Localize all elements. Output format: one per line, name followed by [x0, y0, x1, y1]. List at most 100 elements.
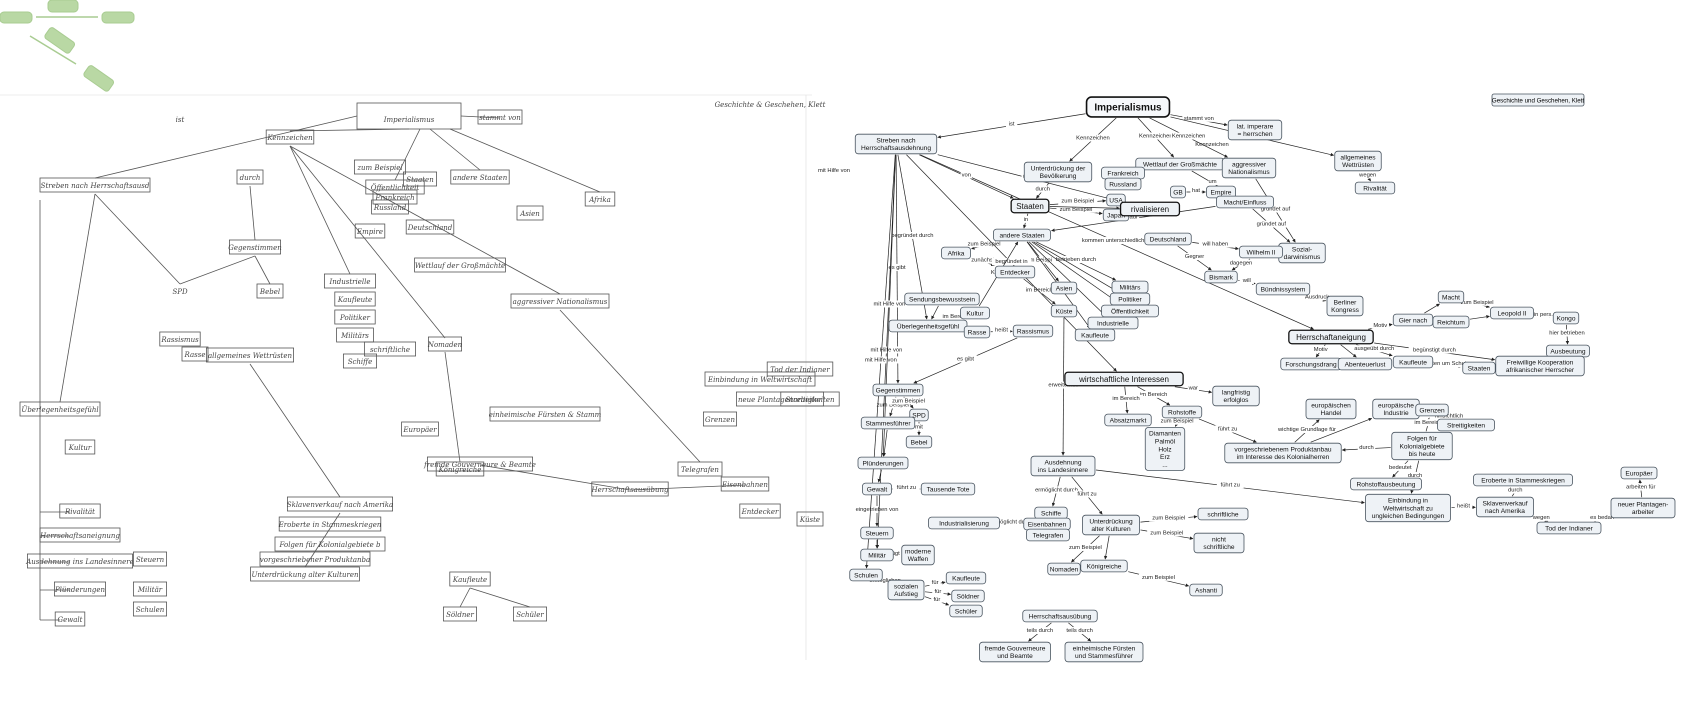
concept-node-gewalt[interactable]: Gewalt: [863, 483, 892, 495]
concept-node-label: Stammesführer: [865, 420, 911, 427]
concept-node-wettlauf[interactable]: Wettlauf der Großmächte: [1136, 158, 1224, 170]
concept-node-nomaden[interactable]: Nomaden: [1048, 563, 1080, 575]
concept-node-imp[interactable]: Imperialismus: [1087, 97, 1170, 117]
concept-node-reichtum[interactable]: Reichtum: [1433, 316, 1469, 328]
concept-node-sendung[interactable]: Sendungsbewusstsein: [905, 293, 979, 305]
concept-node-lat[interactable]: lat. imperare= herrschen: [1228, 120, 1281, 140]
concept-node-grenzen[interactable]: Grenzen: [1416, 404, 1448, 416]
concept-node-entd[interactable]: Entdecker: [995, 266, 1034, 278]
concept-node-frank[interactable]: Frankreich: [1102, 167, 1145, 179]
edge-label: durch: [1359, 445, 1374, 451]
concept-node-tod[interactable]: Tod der Indianer: [1537, 522, 1601, 534]
concept-node-kongo[interactable]: Kongo: [1553, 312, 1578, 324]
concept-node-oeff[interactable]: Öffentlichkeit: [1102, 305, 1159, 317]
concept-node-koenig[interactable]: Königreiche: [1081, 560, 1127, 572]
concept-node-stammes[interactable]: Stammesführer: [861, 417, 914, 429]
concept-node-ueberl[interactable]: Überlegenheitsgefühl: [889, 320, 967, 332]
edge-label: ausgeübt durch: [1354, 346, 1394, 352]
concept-node-ashanti[interactable]: Ashanti: [1190, 584, 1222, 596]
concept-node-rohstoffe[interactable]: Rohstoffe: [1162, 406, 1201, 418]
concept-node-absatz[interactable]: Absatzmarkt: [1105, 414, 1151, 426]
concept-node-rohstAusb[interactable]: Rohstoffausbeutung: [1351, 478, 1422, 490]
concept-node-plantagen[interactable]: neuer Plantagen-arbeiter: [1611, 498, 1675, 518]
concept-node-politiker[interactable]: Politiker: [1110, 293, 1149, 305]
concept-node-gegenst[interactable]: Gegenstimmen: [873, 384, 923, 396]
concept-node-gb[interactable]: GB: [1171, 186, 1186, 198]
concept-node-afrika[interactable]: Afrika: [942, 247, 971, 259]
concept-node-stammeskr[interactable]: Eroberte in Stammeskriegen: [1474, 474, 1573, 486]
concept-node-industrielle[interactable]: Industrielle: [1088, 317, 1138, 329]
concept-node-schiffe[interactable]: Schiffe: [1035, 507, 1067, 519]
concept-node-streit[interactable]: Streitigkeiten: [1438, 419, 1495, 431]
concept-node-wilhelm[interactable]: Wilhelm II: [1240, 246, 1283, 258]
edge-label: mit Hilfe von: [870, 347, 902, 353]
concept-node-ausbeutung[interactable]: Ausbeutung: [1547, 345, 1590, 357]
concept-node-steuern[interactable]: Steuern: [861, 527, 893, 539]
concept-node-militaer[interactable]: Militär: [861, 549, 893, 561]
concept-node-pluend[interactable]: Plünderungen: [858, 457, 908, 469]
concept-node-abenteuer[interactable]: Abenteuerlust: [1338, 358, 1391, 370]
concept-node-wirtsch[interactable]: wirtschaftliche Interessen: [1065, 372, 1183, 385]
concept-node-kueste[interactable]: Küste: [1051, 305, 1076, 317]
concept-node-industrial[interactable]: Industrialisierung: [929, 517, 1000, 529]
concept-node-soeldner[interactable]: Söldner: [952, 590, 984, 602]
concept-node-kultur[interactable]: Kultur: [961, 307, 990, 319]
concept-node-tote[interactable]: Tausende Tote: [921, 483, 974, 495]
concept-node-kaufleute2[interactable]: Kaufleute: [1393, 356, 1432, 368]
concept-node-rasse[interactable]: Rasse: [964, 326, 989, 338]
concept-node-bismark[interactable]: Bismark: [1205, 271, 1237, 283]
concept-node-andere[interactable]: andere Staaten: [994, 229, 1051, 241]
concept-node-deutsch[interactable]: Deutschland: [1145, 233, 1191, 245]
concept-node-rivalisieren[interactable]: rivalisieren: [1121, 202, 1180, 215]
concept-node-kaufleute3[interactable]: Kaufleute: [946, 572, 985, 584]
concept-node-sozdar[interactable]: Sozial-darwinismus: [1279, 243, 1325, 263]
concept-node-europaeer[interactable]: Europäer: [1621, 467, 1657, 479]
concept-node-bebel[interactable]: Bebel: [906, 436, 931, 448]
concept-node-eisenbahn[interactable]: Eisenbahnen: [1024, 518, 1070, 530]
concept-node-kaufleute1[interactable]: Kaufleute: [1075, 329, 1114, 341]
concept-node-macht[interactable]: Macht/Einfluss: [1217, 196, 1274, 208]
concept-node-staaten[interactable]: Staaten: [1011, 199, 1049, 212]
concept-node-schueler[interactable]: Schüler: [950, 605, 982, 617]
concept-node-staaten2[interactable]: Staaten: [1463, 362, 1495, 374]
concept-node-militaers[interactable]: Militärs: [1112, 281, 1148, 293]
concept-node-gier[interactable]: Gier nach: [1393, 314, 1432, 326]
edge-sendung-ueberl: [932, 306, 939, 319]
concept-node-telegrafen[interactable]: Telegrafen: [1027, 529, 1070, 541]
concept-node-forschung[interactable]: Forschungsdrang: [1281, 358, 1341, 370]
concept-node-macht2[interactable]: Macht: [1438, 291, 1463, 303]
concept-node-diamanten[interactable]: DiamantenPalmölHolzErz...: [1145, 428, 1184, 471]
concept-node-asien[interactable]: Asien: [1051, 282, 1076, 294]
concept-node-rival[interactable]: Rivalität: [1355, 182, 1394, 194]
concept-node-herrschaft[interactable]: Herrschaftaneigung: [1289, 330, 1373, 343]
concept-node-schulen[interactable]: Schulen: [850, 569, 882, 581]
concept-node-russ[interactable]: Russland: [1105, 178, 1141, 190]
concept-node-buend[interactable]: Bündnissystem: [1256, 283, 1309, 295]
concept-node-herrausueb[interactable]: Herrschaftsausübung: [1023, 610, 1097, 622]
concept-node-leopold[interactable]: Leopold II: [1491, 307, 1534, 319]
concept-node-rassismus[interactable]: Rassismus: [1013, 325, 1052, 337]
concept-node-label: Industrialisierung: [939, 520, 989, 527]
concept-node-schriftl[interactable]: schriftliche: [1198, 508, 1248, 520]
